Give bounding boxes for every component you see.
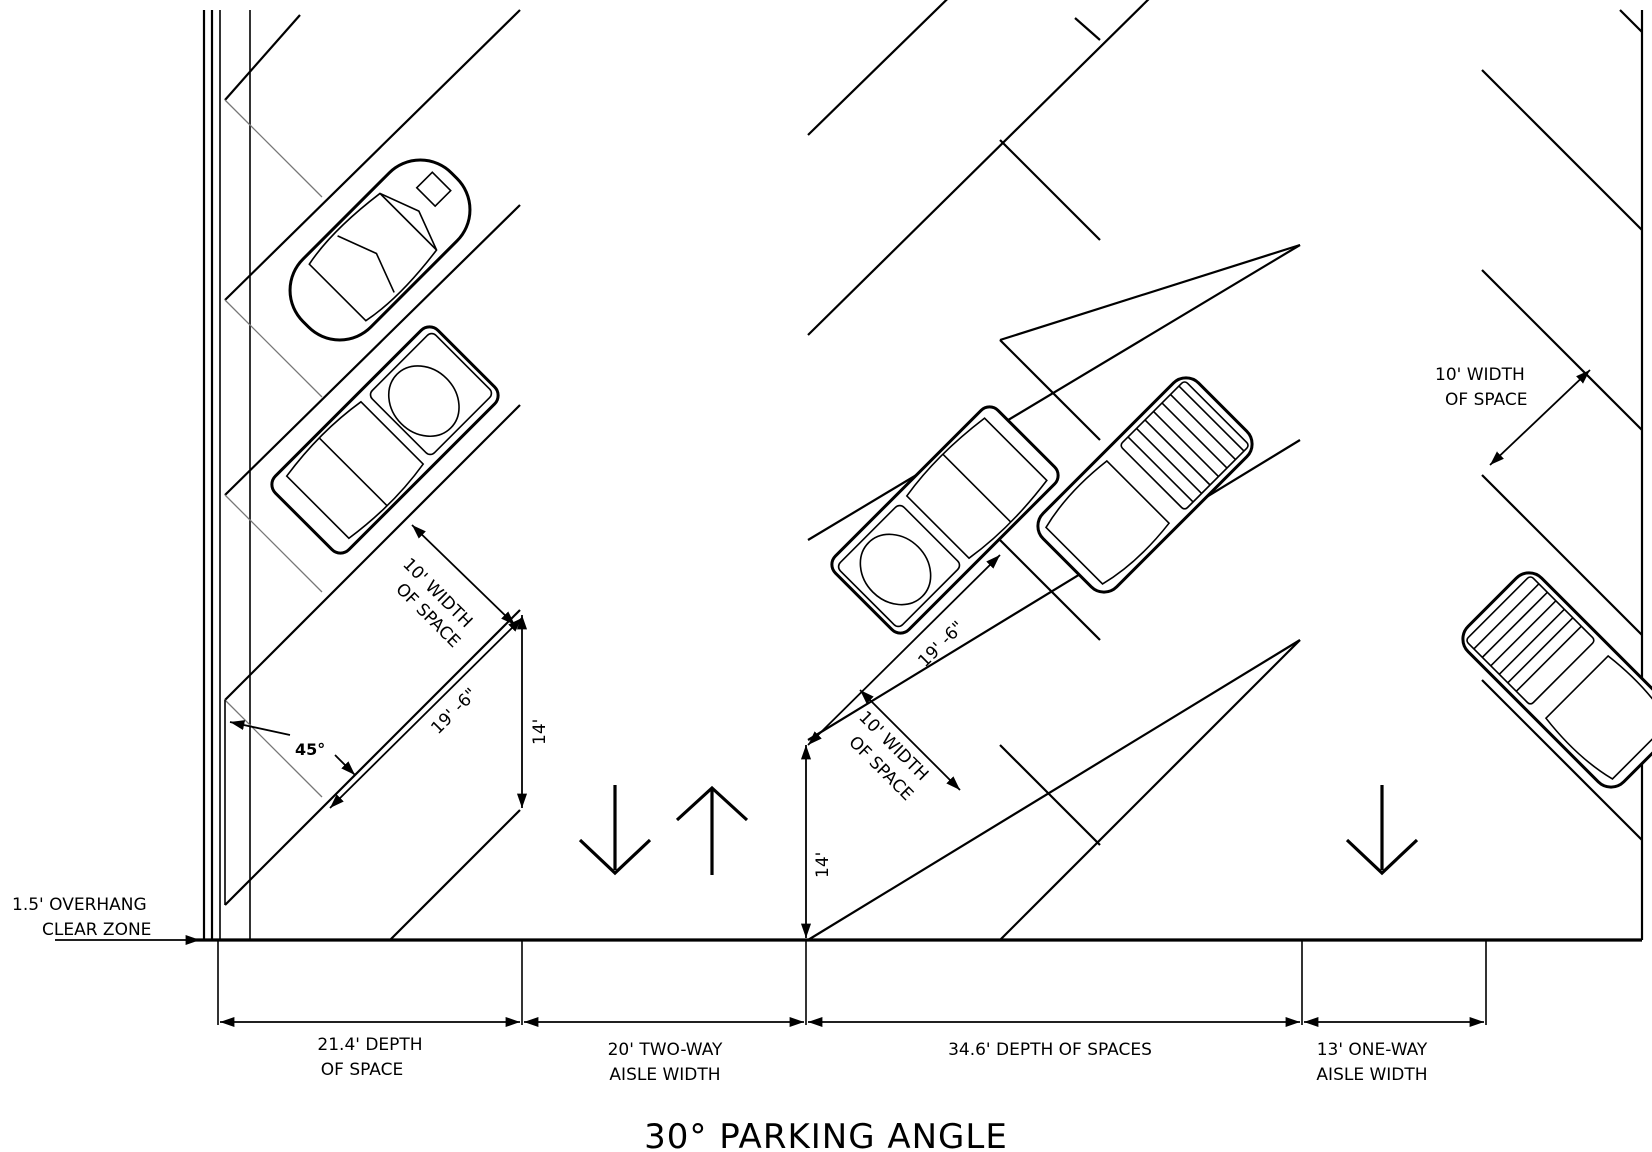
left-offset-label: 14' [530, 719, 550, 745]
angle-label: 45° [295, 740, 325, 759]
overhang-label-line2: CLEAR ZONE [42, 920, 151, 940]
right-width-label-line1: 10' WIDTH [1435, 365, 1525, 385]
left-curb-lines [202, 10, 251, 940]
dim-label-2-line1: 20' TWO-WAY [608, 1040, 723, 1060]
car-pickup [270, 325, 500, 555]
middle-length-dim [807, 554, 1001, 746]
dim-label-4-line2: AISLE WIDTH [1316, 1065, 1427, 1085]
left-length-dim [329, 617, 523, 809]
right-width-dim [1489, 369, 1591, 466]
overhang-label-line1: 1.5' OVERHANG [12, 895, 147, 915]
middle-offset-label: 14' [813, 852, 833, 878]
middle-width-dim [859, 689, 961, 791]
dim-label-3-line1: 34.6' DEPTH OF SPACES [948, 1040, 1152, 1060]
left-length-label: 19' -6" [427, 684, 481, 738]
diagram-title: 30° PARKING ANGLE [644, 1117, 1008, 1152]
car-jeep [1036, 376, 1254, 594]
angle-arrow [229, 720, 291, 736]
car-jeep-right [1461, 571, 1652, 789]
dim-label-1-line1: 21.4' DEPTH [317, 1035, 422, 1055]
left-stall-ends [224, 99, 323, 905]
dim-label-1-line2: OF SPACE [321, 1060, 403, 1080]
left-width-dim [411, 524, 516, 626]
right-width-label-line2: OF SPACE [1445, 390, 1527, 410]
car-sedan [288, 158, 472, 342]
middle-length-label: 19' -6" [914, 617, 968, 671]
arrow-down-left [578, 785, 652, 876]
bottom-dimension-chain [217, 940, 1487, 1028]
arrow-down-right [1345, 785, 1419, 876]
arrow-up [675, 785, 749, 875]
right-stall-lines [1481, 9, 1643, 841]
car-pickup-middle [830, 405, 1060, 635]
dim-label-4-line1: 13' ONE-WAY [1317, 1040, 1428, 1060]
angle-arrow-2 [334, 754, 356, 776]
dim-label-2-line2: AISLE WIDTH [609, 1065, 720, 1085]
